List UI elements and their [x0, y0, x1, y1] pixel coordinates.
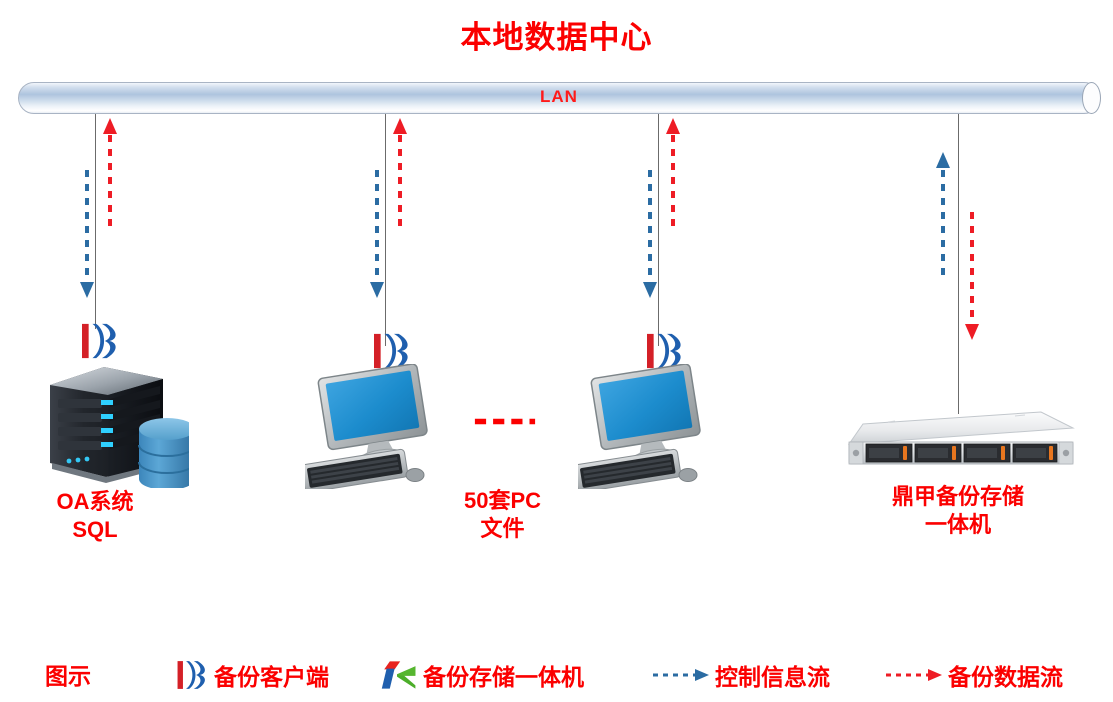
legend-label-control-flow: 控制信息流 — [715, 664, 830, 690]
desktop-pc-icon-right — [578, 364, 701, 489]
legend: 图示 备份客户端 备份存储一体机 — [0, 655, 1113, 700]
rack-server-icon — [847, 411, 1075, 465]
control-flow-arrow-pc-left — [370, 170, 384, 298]
vinchin-k-logo-icon — [375, 659, 419, 691]
control-flow-arrow-backup-appliance — [936, 152, 950, 275]
desktop-pc-icon-left — [305, 364, 428, 489]
legend-item-control-flow: 控制信息流 — [651, 655, 830, 695]
page-title: 本地数据中心 — [460, 20, 653, 55]
legend-label-backup-appliance: 备份存储一体机 — [423, 664, 584, 690]
data-flow-arrow-backup-appliance — [965, 212, 979, 340]
legend-item-backup-appliance: 备份存储一体机 — [375, 655, 584, 695]
legend-heading: 图示 — [45, 663, 91, 689]
pc-group-link-dashes — [474, 418, 536, 425]
pc-group-label: 50套PC 文件 — [463, 488, 542, 541]
connector-line-oa-server — [95, 114, 96, 329]
red-dashed-arrow-icon — [884, 667, 944, 683]
connector-line-backup-appliance — [958, 114, 959, 414]
data-flow-arrow-oa-server — [103, 118, 117, 226]
backup-client-db-icon-pc-left — [374, 333, 408, 369]
server-tower-with-database-icon — [50, 367, 189, 488]
node-label-backup-appliance: 鼎甲备份存储 一体机 — [891, 484, 1024, 537]
control-flow-arrow-oa-server — [80, 170, 94, 298]
legend-label-data-flow: 备份数据流 — [948, 664, 1063, 690]
data-flow-arrow-pc-left — [393, 118, 407, 226]
legend-item-data-flow: 备份数据流 — [884, 655, 1063, 695]
backup-client-db-icon-oa-server — [82, 323, 116, 359]
control-flow-arrow-pc-right — [643, 170, 657, 298]
node-label-oa-server: OA系统 SQL — [56, 489, 134, 542]
data-flow-arrow-pc-right — [666, 118, 680, 226]
connector-line-pc-left — [385, 114, 386, 346]
backup-client-db-icon — [176, 659, 210, 691]
blue-dashed-arrow-icon — [651, 667, 711, 683]
legend-item-backup-client: 备份客户端 — [176, 655, 329, 695]
lan-tube-open-end-icon — [1082, 82, 1101, 114]
legend-label-backup-client: 备份客户端 — [214, 664, 329, 690]
backup-client-db-icon-pc-right — [647, 333, 681, 369]
connector-line-pc-right — [658, 114, 659, 346]
lan-bus: LAN — [18, 82, 1101, 114]
lan-label: LAN — [540, 87, 578, 106]
lan-tube-shape — [18, 82, 1100, 114]
